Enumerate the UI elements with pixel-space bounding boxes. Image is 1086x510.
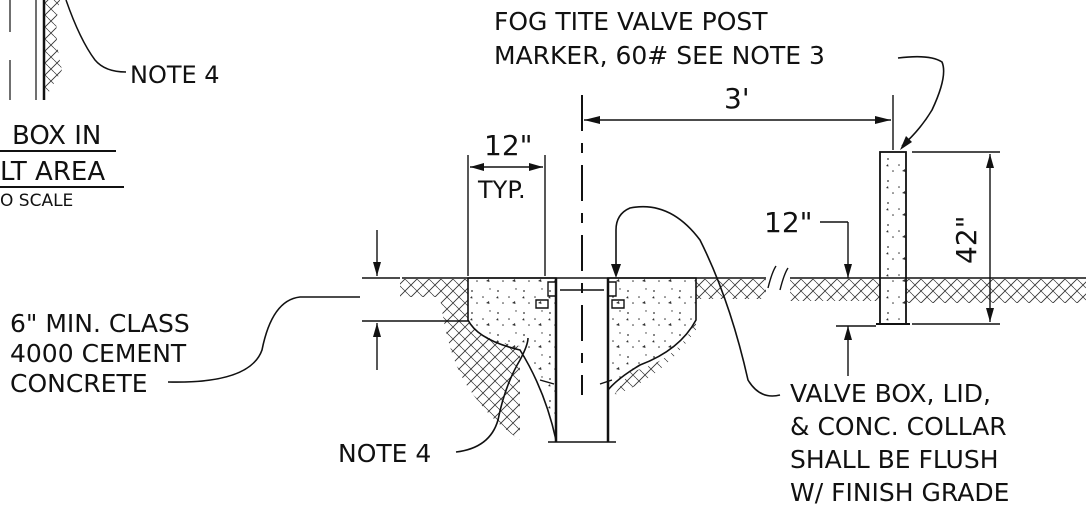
marker-note-line2: MARKER, 60# SEE NOTE 3 [494, 41, 825, 70]
concrete-collar [467, 277, 697, 441]
dimension-post-embed [820, 221, 876, 376]
dimension-3ft-label: 3' [724, 82, 750, 115]
concrete-note-line1: 6" MIN. CLASS [10, 309, 190, 338]
dimension-post-height-label: 42" [950, 215, 983, 264]
detail-title-block: BOX IN LT AREA O SCALE [0, 121, 124, 211]
note4-bottom-label: NOTE 4 [338, 439, 431, 468]
valve-box-note-line4: W/ FINISH GRADE [790, 478, 1009, 507]
leader-marker-post [897, 55, 945, 150]
detail-title-line1: BOX IN [12, 121, 101, 151]
dimension-collar-width-label: 12" [484, 129, 533, 162]
valve-box-note-line3: SHALL BE FLUSH [790, 445, 999, 474]
detail-title-line2: LT AREA [0, 157, 105, 187]
dimension-post-embed-label: 12" [764, 206, 813, 239]
leader-valve-box [611, 205, 781, 397]
concrete-note-line3: CONCRETE [10, 369, 148, 398]
marker-note-line1: FOG TITE VALVE POST [494, 7, 768, 36]
partial-detail-top-left [9, 0, 127, 100]
earth-hatching [400, 279, 1086, 440]
valve-marker-post [876, 151, 910, 325]
dimension-3ft [584, 95, 894, 150]
leader-note4-bottom [455, 337, 529, 453]
valve-box-note-line2: & CONC. COLLAR [790, 412, 1007, 441]
detail-scale-label: O SCALE [0, 191, 73, 211]
finish-grade-line [402, 265, 1086, 291]
concrete-note-line2: 4000 CEMENT [10, 339, 187, 368]
valve-box-note-line1: VALVE BOX, LID, [790, 379, 991, 408]
dimension-post-height [912, 151, 1000, 325]
dimension-collar-typ-label: TYP. [477, 176, 526, 204]
dimension-concrete-thickness [362, 230, 468, 370]
leader-concrete [167, 296, 360, 383]
valve-box [547, 278, 617, 443]
note4-top-label: NOTE 4 [130, 61, 220, 89]
dimension-collar-width [467, 155, 546, 276]
